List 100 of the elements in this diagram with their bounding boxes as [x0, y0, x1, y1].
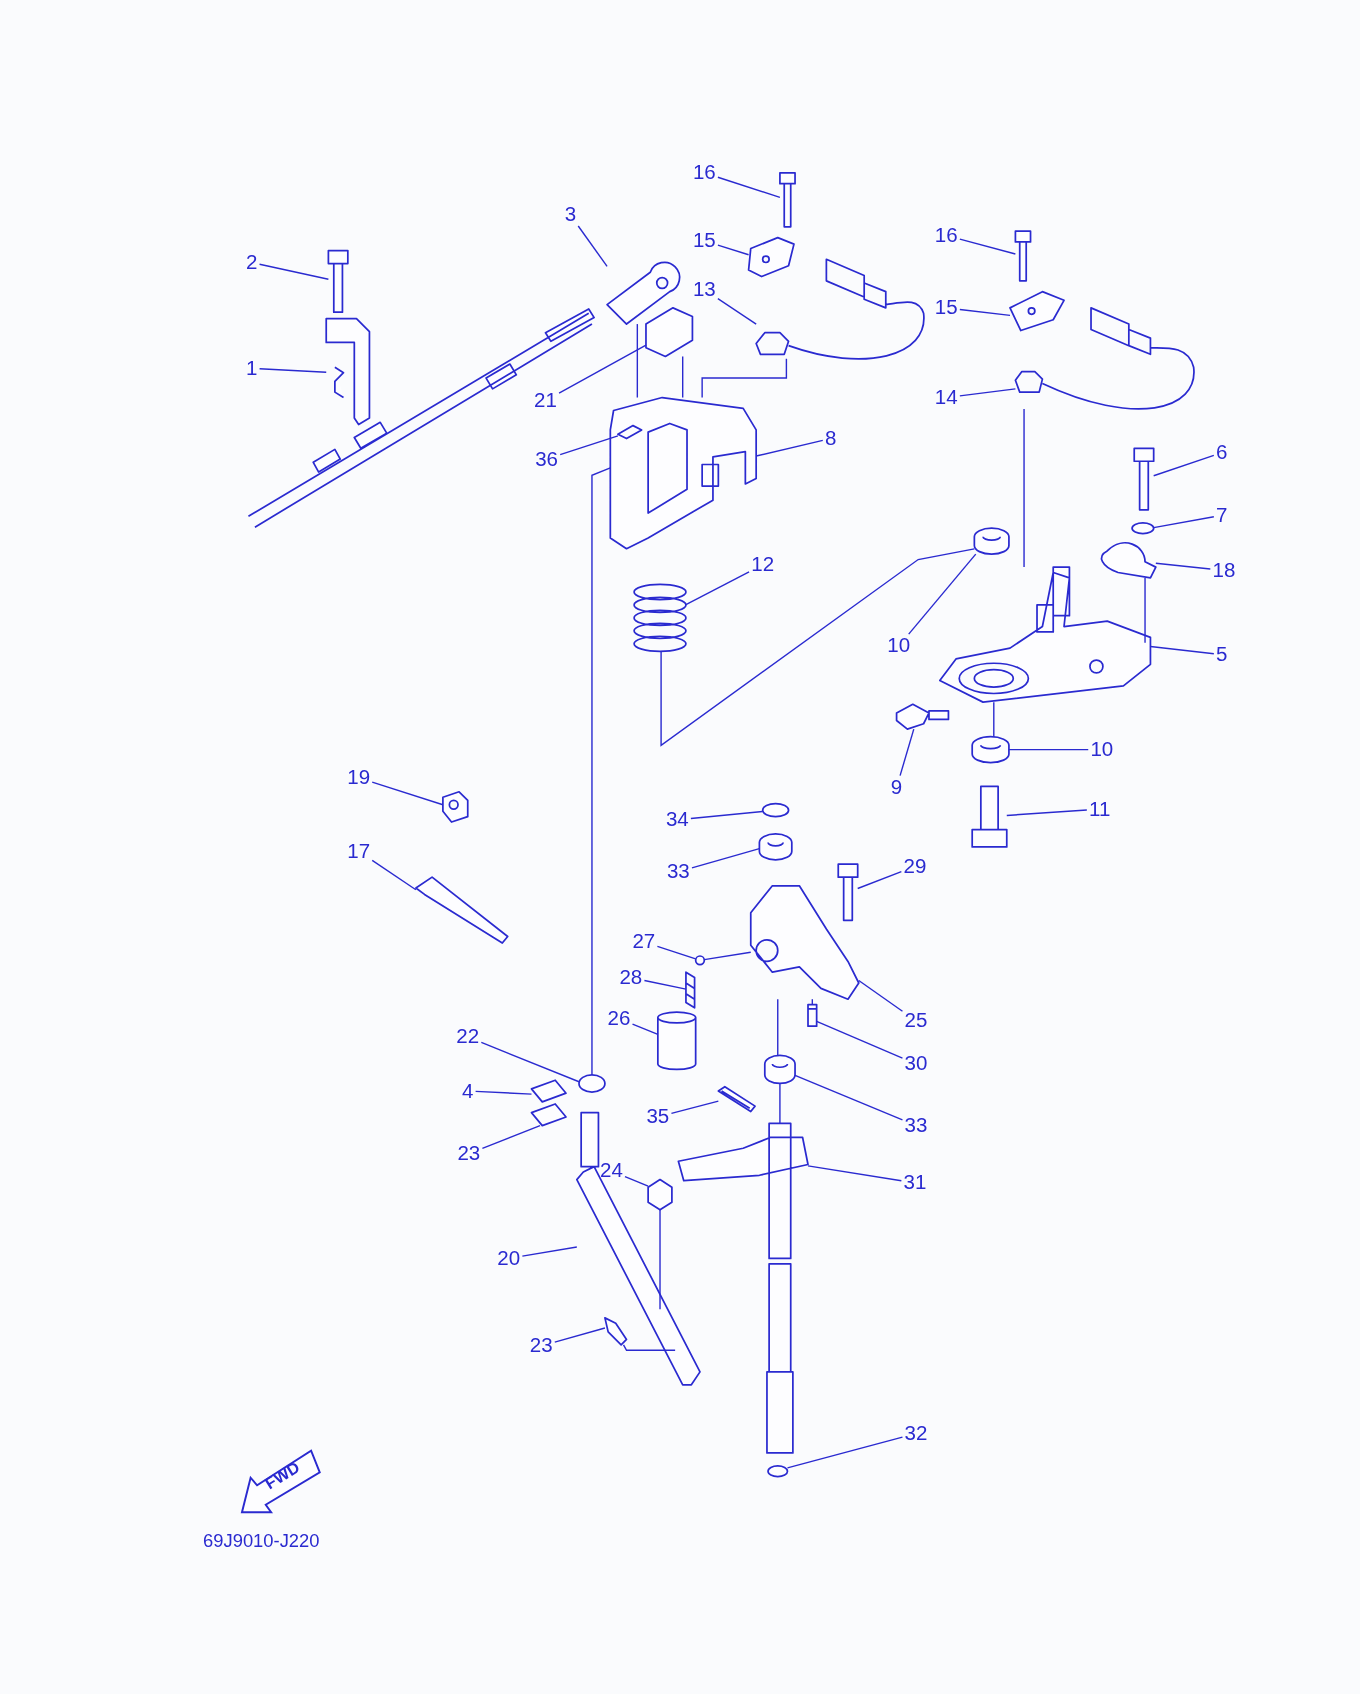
screw-drawing — [1014, 230, 1032, 282]
leader-line — [258, 368, 327, 373]
callout-number: 10 — [1090, 738, 1114, 761]
callout-number: 4 — [462, 1080, 474, 1102]
callout-number: 29 — [903, 855, 927, 878]
leader-line — [670, 1100, 720, 1115]
assembly-line — [703, 951, 752, 961]
leader-line — [1149, 645, 1215, 655]
assembly-line — [779, 1082, 781, 1125]
bolt-drawing — [327, 249, 349, 314]
leader-line — [685, 571, 750, 606]
plate-drawing — [747, 236, 795, 278]
plunger-drawing — [657, 1011, 697, 1071]
switch-with-wire-drawing — [755, 258, 925, 360]
callout-number: 21 — [534, 389, 557, 412]
callout-number: 34 — [665, 809, 689, 831]
callout-number: 17 — [347, 840, 371, 862]
callout-number: 25 — [904, 1010, 928, 1032]
callout-number: 15 — [934, 297, 958, 319]
callout-number: 30 — [904, 1053, 928, 1075]
leader-line — [857, 870, 903, 890]
leader-line — [1008, 748, 1089, 751]
callout-number: 18 — [1212, 559, 1236, 582]
leader-line — [577, 225, 608, 268]
leader-line — [643, 979, 687, 990]
leader-line — [807, 1165, 903, 1182]
collar-drawing — [971, 735, 1010, 764]
assembly-line — [1023, 408, 1025, 568]
callout-number: 12 — [751, 554, 775, 576]
throttle-cam-drawing — [938, 566, 1152, 703]
assembly-line — [701, 358, 788, 399]
lever-drawing — [606, 261, 681, 325]
callout-number: 26 — [607, 1007, 631, 1030]
callout-number: 7 — [1216, 504, 1228, 527]
shoulder-bolt-drawing — [971, 785, 1008, 848]
clip-drawing — [530, 1079, 567, 1103]
leader-line — [521, 1246, 578, 1257]
part-code: 69J9010-J220 — [203, 1530, 320, 1553]
callout-number: 13 — [692, 278, 716, 301]
clip-drawing — [717, 1085, 756, 1113]
callout-number: 19 — [347, 766, 371, 789]
assembly-line — [622, 1344, 676, 1351]
leader-line — [959, 388, 1017, 397]
bracket-drawing — [325, 317, 371, 426]
washer-drawing — [578, 1073, 606, 1093]
callout-number: 22 — [456, 1026, 480, 1048]
callout-number: 33 — [904, 1114, 928, 1137]
leader-line — [717, 244, 750, 256]
leader-line — [794, 1074, 904, 1121]
callout-number: 16 — [692, 162, 716, 184]
bolt-drawing — [1133, 447, 1155, 511]
washer-drawing — [1131, 521, 1155, 535]
callout-number: 16 — [934, 224, 958, 247]
arm-drawing — [749, 884, 860, 1001]
assembly-line — [993, 701, 995, 738]
callout-number: 5 — [1216, 643, 1228, 666]
assembly-line — [660, 548, 976, 747]
leader-line — [371, 859, 417, 891]
clamp-drawing — [1100, 542, 1157, 579]
callout-number: 35 — [646, 1106, 670, 1128]
callout-number: 14 — [934, 386, 958, 409]
leader-line — [1006, 809, 1088, 817]
leader-line — [717, 297, 757, 325]
callout-number: 11 — [1089, 798, 1111, 820]
callout-number: 2 — [246, 251, 258, 274]
leader-line — [690, 810, 764, 820]
assembly-line — [1144, 577, 1146, 644]
callout-number: 33 — [666, 860, 690, 883]
switch-with-wire-drawing — [1014, 307, 1195, 410]
ball-drawing — [694, 955, 706, 966]
callout-number: 10 — [887, 635, 911, 657]
callout-number: 32 — [904, 1422, 928, 1445]
leader-line — [908, 553, 977, 635]
shift-rod-drawing — [575, 1111, 701, 1386]
bushing-drawing — [758, 833, 793, 861]
leader-line — [631, 1023, 659, 1036]
leader-line — [815, 1020, 904, 1059]
callout-number: 28 — [619, 966, 643, 989]
leader-line — [474, 1090, 533, 1095]
assembly-line — [682, 355, 684, 399]
leader-line — [624, 1175, 649, 1187]
callout-number: 27 — [632, 931, 656, 953]
callout-number: 3 — [564, 204, 577, 226]
callout-number: 9 — [890, 776, 903, 799]
leader-line — [554, 1327, 606, 1343]
leader-line — [691, 847, 761, 869]
callout-number: 24 — [600, 1160, 623, 1182]
callout-number: 1 — [246, 357, 258, 380]
callout-number: 15 — [692, 230, 716, 252]
leader-line — [717, 176, 781, 199]
assembly-line — [636, 323, 639, 399]
leader-line — [258, 263, 330, 280]
pin-drawing — [807, 1003, 818, 1028]
leader-line — [481, 1124, 541, 1149]
leader-line — [1152, 516, 1215, 529]
spring-drawing — [633, 583, 687, 653]
leader-line — [959, 308, 1011, 317]
joint-block-drawing — [645, 307, 694, 358]
leader-line — [1155, 562, 1211, 570]
callout-number: 23 — [457, 1142, 481, 1165]
